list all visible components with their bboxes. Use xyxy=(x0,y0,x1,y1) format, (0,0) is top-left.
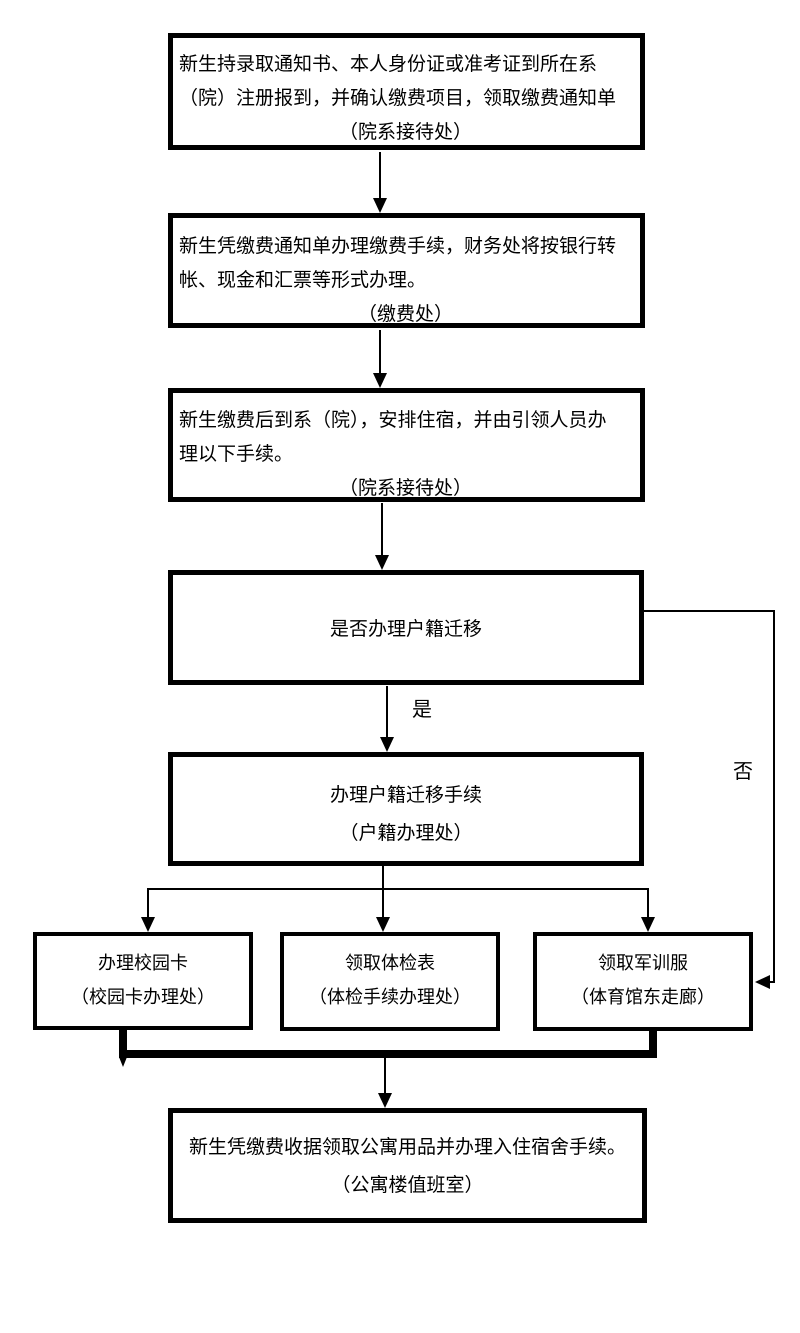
edge-no-horizontal-bottom xyxy=(768,981,775,983)
flow-node-military-uniform: 领取军训服 （体育馆东走廊） xyxy=(533,932,753,1031)
arrow-to-uniform-line xyxy=(647,888,649,917)
flow-node-hukou-transfer: 办理户籍迁移手续 （户籍办理处） xyxy=(168,752,644,866)
node-text-line: 理以下手续。 xyxy=(179,444,294,465)
flow-node-payment: 新生凭缴费通知单办理缴费手续，财务处将按银行转 帐、现金和汇票等形式办理。 （缴… xyxy=(168,213,645,328)
arrow-pay-to-dept-head xyxy=(373,373,387,388)
node-location-line: （院系接待处） xyxy=(338,122,472,143)
arrow-register-to-pay-head xyxy=(373,198,387,213)
arrow-yes-head xyxy=(380,737,394,752)
arrow-dept-to-decision-line xyxy=(381,503,383,555)
edge-label-yes: 是 xyxy=(412,699,432,721)
node-text-line: 领取军训服 xyxy=(598,953,688,973)
flow-node-medical-form: 领取体检表 （体检手续办理处） xyxy=(280,932,500,1031)
flow-node-campus-card: 办理校园卡 （校园卡办理处） xyxy=(33,932,253,1030)
node-location-line: （缴费处） xyxy=(357,304,453,325)
arrow-to-uniform-head xyxy=(641,917,655,932)
arrow-to-campus-card-head xyxy=(141,917,155,932)
node-location-line: （院系接待处） xyxy=(338,478,472,499)
node-text-line: 新生持录取通知书、本人身份证或准考证到所在系 xyxy=(179,54,598,75)
arrow-register-to-pay-line xyxy=(379,152,381,198)
merge-left-tip xyxy=(119,1057,127,1067)
node-text-line: 新生凭缴费收据领取公寓用品并办理入住宿舍手续。 xyxy=(188,1137,626,1158)
node-text-line: 办理户籍迁移手续 xyxy=(329,785,482,806)
flow-node-decision-hukou: 是否办理户籍迁移 xyxy=(168,570,644,685)
node-text-line: 新生缴费后到系（院），安排住宿，并由引领人员办 xyxy=(179,410,607,431)
flow-node-dorm-checkin: 新生凭缴费收据领取公寓用品并办理入住宿舍手续。 （公寓楼值班室） xyxy=(168,1108,647,1223)
arrow-to-medical-line xyxy=(382,890,384,917)
flow-node-register: 新生持录取通知书、本人身份证或准考证到所在系 （院）注册报到，并确认缴费项目，领… xyxy=(168,33,645,150)
node-text-line: （院）注册报到，并确认缴费项目，领取缴费通知单 xyxy=(179,88,617,109)
node-text-line: 帐、现金和汇票等形式办理。 xyxy=(179,270,427,291)
edge-no-vertical xyxy=(773,610,775,983)
merge-bar xyxy=(119,1050,657,1058)
arrow-pay-to-dept-line xyxy=(379,330,381,373)
node-location-line: （体育馆东走廊） xyxy=(571,987,715,1007)
split-horizontal-line xyxy=(147,888,649,890)
edge-no-arrow-head xyxy=(755,975,770,989)
arrow-to-dorm-line xyxy=(384,1058,386,1094)
decision-label: 是否办理户籍迁移 xyxy=(329,619,482,640)
node-location-line: （户籍办理处） xyxy=(339,823,473,844)
arrow-to-campus-card-line xyxy=(147,888,149,917)
arrow-yes-line xyxy=(386,686,388,737)
node-text-line: 领取体检表 xyxy=(345,953,435,973)
edge-label-no: 否 xyxy=(733,761,753,783)
node-location-line: （校园卡办理处） xyxy=(71,987,215,1007)
node-text-line: 办理校园卡 xyxy=(98,953,188,973)
edge-no-horizontal-top xyxy=(644,610,775,612)
merge-right-vertical xyxy=(649,1030,657,1052)
node-location-line: （体检手续办理处） xyxy=(309,987,471,1007)
merge-left-vertical xyxy=(119,1028,127,1058)
node-location-line: （公寓楼值班室） xyxy=(331,1175,484,1196)
arrow-dept-to-decision-head xyxy=(375,555,389,570)
flow-node-accommodation: 新生缴费后到系（院），安排住宿，并由引领人员办 理以下手续。 （院系接待处） xyxy=(168,388,645,502)
arrow-to-medical-head xyxy=(376,917,390,932)
split-stem-line xyxy=(382,866,384,890)
arrow-to-dorm-head xyxy=(378,1093,392,1108)
node-text-line: 新生凭缴费通知单办理缴费手续，财务处将按银行转 xyxy=(179,236,617,257)
